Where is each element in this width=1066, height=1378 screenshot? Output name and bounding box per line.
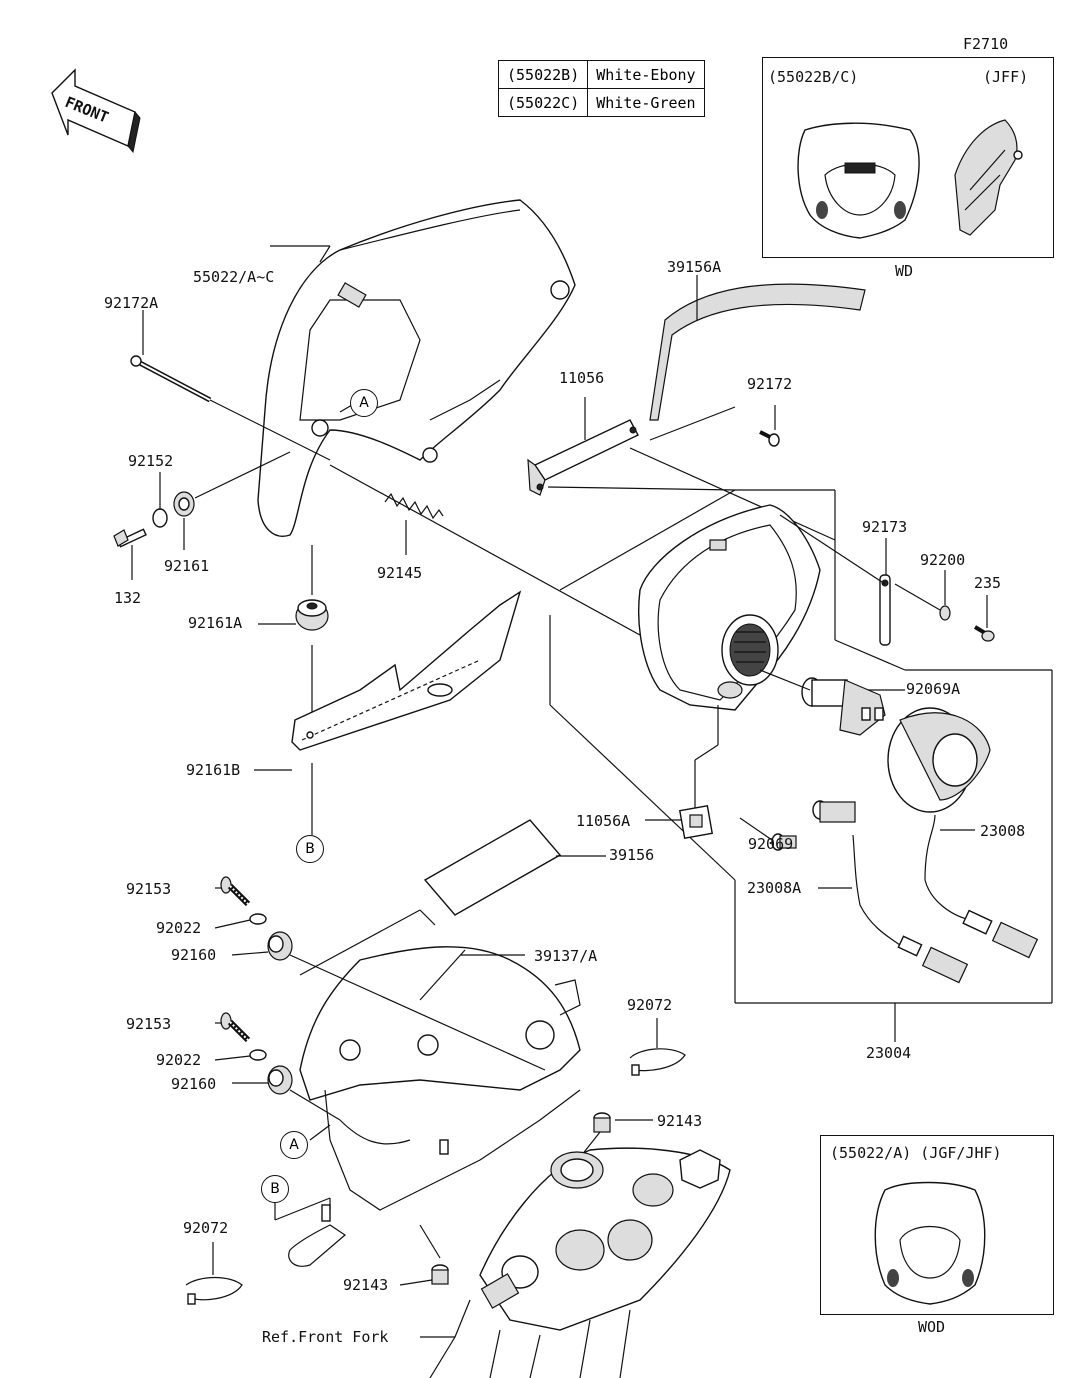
- harness-23008a: [812, 800, 969, 984]
- part-label-92172a: 92172A: [104, 294, 159, 312]
- marker-b-upper: B: [296, 835, 324, 863]
- decal-39156: [423, 819, 562, 916]
- part-label-11056a: 11056A: [576, 812, 631, 830]
- front-fork-triple-clamp: [479, 1147, 731, 1378]
- part-label-11056: 11056: [559, 369, 605, 387]
- inset-wd-header-left: (55022B/C): [768, 68, 859, 86]
- part-label-235: 235: [974, 574, 1002, 592]
- grommet-92160-upper: [267, 931, 293, 961]
- part-label-92161: 92161: [164, 557, 210, 575]
- wd-cowl-side-view: [954, 119, 1023, 236]
- part-label-92022-lower: 92022: [156, 1051, 202, 1069]
- part-label-23004: 23004: [866, 1044, 912, 1062]
- part-label-92173: 92173: [862, 518, 908, 536]
- bracket-plate-92161b: [291, 590, 522, 751]
- color-table-row: (55022C) White-Green: [497, 88, 705, 117]
- part-label-92069: 92069: [748, 835, 794, 853]
- color-table: (55022B) White-Ebony (55022C) White-Gree…: [497, 60, 705, 117]
- meter-bracket-39137: [288, 946, 581, 1267]
- screw-235: [973, 625, 995, 642]
- part-label-132: 132: [114, 589, 142, 607]
- color-name-cell: White-Ebony: [587, 60, 705, 89]
- bulb-92069a: [801, 677, 886, 736]
- inset-wd-caption: WD: [895, 262, 914, 280]
- part-label-23008: 23008: [980, 822, 1026, 840]
- marker-b-lower: B: [261, 1175, 289, 1203]
- inset-wd-box: [762, 57, 1054, 258]
- inset-wod-caption: WOD: [918, 1318, 946, 1336]
- part-label-23008a: 23008A: [747, 879, 802, 897]
- part-label-92072-right: 92072: [627, 996, 673, 1014]
- inset-wod-header: (55022/A) (JGF/JHF): [830, 1144, 1002, 1162]
- band-92072-right: [629, 1048, 686, 1076]
- screw-92153-upper: [220, 876, 251, 907]
- part-label-92145: 92145: [377, 564, 423, 582]
- front-arrow-icon: FRONT: [51, 68, 141, 154]
- part-label-92143-upper: 92143: [657, 1112, 703, 1130]
- part-label-39137: 39137/A: [534, 947, 598, 965]
- collar-92143-lower: [431, 1264, 449, 1285]
- grommet-92160-lower: [267, 1065, 293, 1095]
- part-label-92143-lower: 92143: [343, 1276, 389, 1294]
- part-label-92172: 92172: [747, 375, 793, 393]
- part-label-92200: 92200: [920, 551, 966, 569]
- headlight-unit: [638, 504, 821, 711]
- socket-23008: [887, 707, 1039, 959]
- bolt-132: [113, 528, 147, 548]
- part-label-92153-lower: 92153: [126, 1015, 172, 1033]
- color-code-cell: (55022B): [497, 60, 589, 89]
- bulb-92069: [771, 833, 797, 851]
- part-label-55022: 55022/A~C: [193, 268, 275, 286]
- color-table-row: (55022B) White-Ebony: [497, 60, 705, 89]
- bolt-92172a: [130, 355, 212, 403]
- wd-cowl-front-view: [797, 122, 920, 239]
- inset-wd-header-right: (JFF): [983, 68, 1029, 86]
- part-label-92022-upper: 92022: [156, 919, 202, 937]
- part-label-92069a: 92069A: [906, 680, 961, 698]
- part-label-92160-upper: 92160: [171, 946, 217, 964]
- part-label-92153-upper: 92153: [126, 880, 172, 898]
- strip-39156a: [649, 283, 866, 421]
- part-label-92072-left: 92072: [183, 1219, 229, 1237]
- part-label-92161a: 92161A: [188, 614, 243, 632]
- band-92072-left: [185, 1276, 243, 1305]
- clip-11056a: [678, 804, 714, 840]
- part-label-92160-lower: 92160: [171, 1075, 217, 1093]
- part-label-39156: 39156: [609, 846, 655, 864]
- screw-92172: [759, 430, 780, 447]
- headlight-cowl: [257, 199, 576, 537]
- part-label-92161b: 92161B: [186, 761, 241, 779]
- screw-92153-lower: [220, 1012, 251, 1043]
- part-label-39156a: 39156A: [667, 258, 722, 276]
- color-code-cell: (55022C): [497, 88, 589, 117]
- wod-cowl-front-view: [874, 1181, 986, 1305]
- color-name-cell: White-Green: [587, 88, 705, 117]
- part-label-92152: 92152: [128, 452, 174, 470]
- marker-a-upper: A: [350, 389, 378, 417]
- spring-92145: [384, 492, 444, 520]
- inset-wod-box: [820, 1135, 1054, 1315]
- bracket-92173: [879, 574, 891, 646]
- marker-a-lower: A: [280, 1131, 308, 1159]
- bracket-11056: [527, 419, 639, 496]
- collar-92143-upper: [593, 1112, 611, 1133]
- ref-front-fork-label: Ref.Front Fork: [262, 1328, 389, 1346]
- figure-code: F2710: [963, 35, 1009, 53]
